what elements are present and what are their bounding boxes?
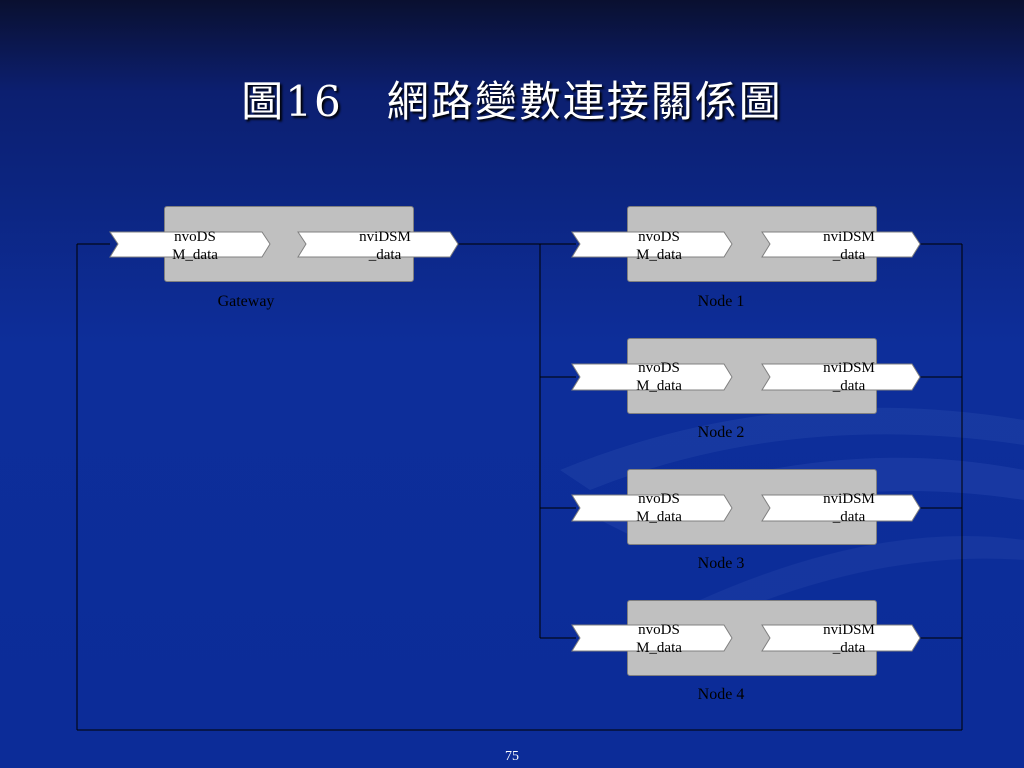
node-2-input-port: nviDSM _data [804,359,894,395]
node-4-output-port: nvoDS M_data [614,621,704,657]
node-3-input-port-arrow [761,494,921,522]
node-1-input-port-arrow [761,231,921,258]
node-1-output-port-arrow [571,231,733,258]
gateway-output-port-arrow [109,231,271,258]
gateway-input-port-arrow [297,231,459,258]
node-3-label: Node 3 [697,555,745,572]
node-1-label: Node 1 [697,293,745,310]
gateway-input-port: nviDSM _data [340,228,430,264]
node-3-output-port-line2: M_data [636,509,682,525]
gateway-input-port-line1: nviDSM [359,229,411,245]
page-number: 75 [505,749,519,764]
node-2-output-port-arrow [571,363,733,391]
node-2-input-port-arrow [761,363,921,391]
node-1-input-port-line1: nviDSM [823,229,875,245]
node-3-output-port-line1: nvoDS [638,491,680,507]
gateway-output-port: nvoDS M_data [150,228,240,264]
node-2-output-port: nvoDS M_data [614,359,704,395]
node-2-output-port-line2: M_data [636,378,682,394]
gateway-label: Gateway [217,293,275,310]
slide-title: 圖16 網路變數連接關係圖 [241,77,783,126]
node-4-input-port: nviDSM _data [804,621,894,657]
node-3-output-port-arrow [571,494,733,522]
node-2-label: Node 2 [697,424,745,441]
node-2-input-port-line2: _data [832,378,866,394]
node-4-output-port-line2: M_data [636,640,682,656]
gateway-output-port-line2: M_data [172,247,218,263]
node-4-output-port-arrow [571,624,733,652]
node-3-output-port: nvoDS M_data [614,490,704,526]
node-4-input-port-line1: nviDSM [823,622,875,638]
node-1-output-port-line1: nvoDS [638,229,680,245]
node-4-label: Node 4 [697,686,745,703]
node-1-output-port-line2: M_data [636,247,682,263]
node-4-input-port-arrow [761,624,921,652]
node-1-output-port: nvoDS M_data [614,228,704,264]
node-3-input-port: nviDSM _data [804,490,894,526]
node-4-output-port-line1: nvoDS [638,622,680,638]
gateway-input-port-line2: _data [368,247,402,263]
node-1-input-port-line2: _data [832,247,866,263]
node-4-input-port-line2: _data [832,640,866,656]
node-1-input-port: nviDSM _data [804,228,894,264]
node-3-input-port-line2: _data [832,509,866,525]
gateway-output-port-line1: nvoDS [174,229,216,245]
node-3-input-port-line1: nviDSM [823,491,875,507]
node-2-input-port-line1: nviDSM [823,360,875,376]
node-2-output-port-line1: nvoDS [638,360,680,376]
